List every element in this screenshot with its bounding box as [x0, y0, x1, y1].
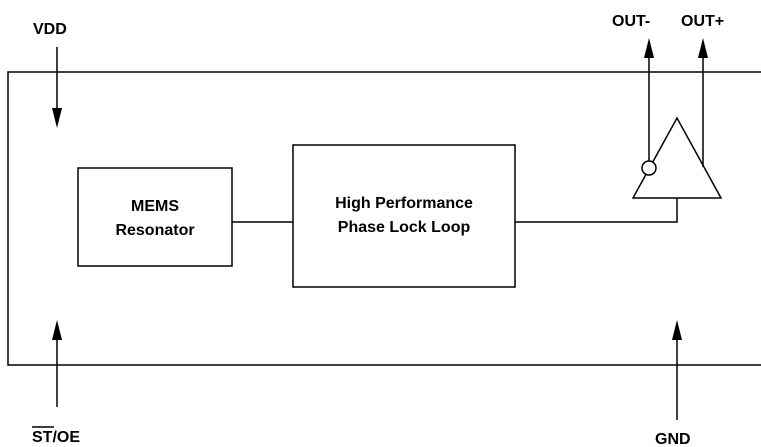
out-plus-label: OUT+ [681, 13, 724, 30]
mems-label-line2: Resonator [115, 222, 194, 239]
st-oe-label: ST/OE [32, 429, 80, 446]
mems-label-line1: MEMS [131, 198, 179, 215]
out-minus-arrow [644, 38, 654, 161]
pll-to-buffer-wire [515, 198, 678, 223]
gnd-label: GND [655, 431, 691, 447]
out-plus-arrow [698, 38, 708, 167]
st-oe-label-oe: /OE [52, 429, 80, 446]
st-oe-label-st: ST [32, 429, 53, 446]
out-minus-label: OUT- [612, 13, 650, 30]
inverting-output-bubble [641, 160, 657, 176]
gnd-arrow [672, 320, 682, 420]
pll-label-line2: Phase Lock Loop [338, 219, 471, 236]
vdd-label: VDD [33, 21, 67, 38]
pll-label-line1: High Performance [335, 195, 473, 212]
vdd-arrow [52, 47, 62, 128]
pll-block [292, 144, 516, 288]
st-oe-arrow [52, 320, 62, 407]
output-buffer-triangle [631, 116, 723, 199]
chip-outline [7, 71, 761, 366]
mems-resonator-block [77, 167, 233, 267]
